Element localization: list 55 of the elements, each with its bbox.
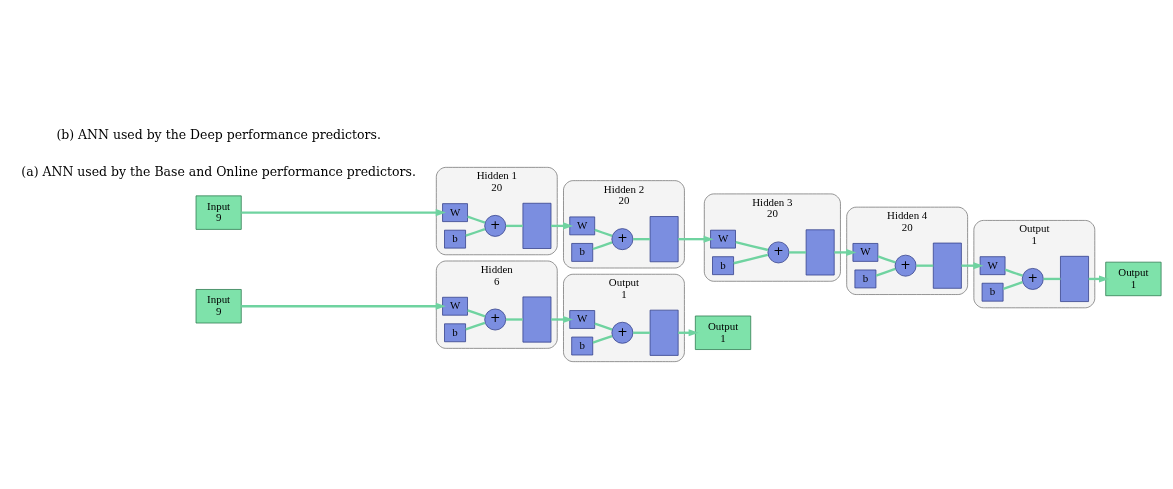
arrow — [551, 315, 574, 323]
node-box — [522, 202, 552, 249]
node-box: W — [442, 202, 468, 222]
connector — [467, 308, 486, 317]
connector — [592, 334, 613, 344]
connector — [877, 254, 896, 264]
connector — [1002, 280, 1023, 290]
node-box: W — [569, 216, 596, 235]
node-box: Output 1 — [694, 315, 752, 350]
connector — [735, 240, 769, 251]
connector — [875, 267, 896, 277]
node-circle: + — [767, 241, 790, 263]
connector — [467, 215, 486, 224]
node-box: Input 9 — [195, 194, 242, 230]
connector — [789, 250, 807, 254]
node-box: b — [981, 282, 1004, 302]
node-box — [649, 309, 679, 356]
label: (b) ANN used by the Deep performance predictors. — [56, 126, 381, 142]
connector — [465, 227, 486, 237]
node-box: W — [979, 255, 1006, 275]
connector — [733, 253, 769, 264]
connector — [505, 317, 523, 321]
node-circle: + — [1021, 267, 1044, 290]
node-box: W — [442, 296, 468, 316]
node-box — [522, 296, 552, 342]
node-box: b — [712, 255, 734, 275]
node-circle: + — [611, 227, 634, 250]
node-box: W — [852, 242, 879, 262]
node-box: Output 1 — [1105, 261, 1162, 296]
node-box: b — [571, 336, 594, 355]
arrow — [834, 248, 857, 256]
node-box: b — [444, 322, 466, 342]
node-box: Input 9 — [195, 288, 242, 323]
arrow — [241, 208, 446, 216]
arrow — [678, 235, 714, 243]
node-box — [932, 242, 962, 289]
connector — [594, 321, 613, 331]
node-box: W — [569, 309, 596, 329]
connector — [1004, 268, 1023, 277]
node-box — [649, 215, 679, 262]
connector — [594, 228, 613, 237]
node-box — [805, 228, 835, 275]
node-box: b — [571, 242, 594, 262]
node-circle: + — [484, 308, 507, 330]
connector — [465, 321, 486, 330]
node-box: W — [710, 229, 736, 248]
node-box: b — [444, 229, 466, 248]
node-circle: + — [611, 321, 634, 344]
arrow — [241, 302, 446, 310]
connector — [592, 240, 613, 250]
node-box: b — [854, 269, 877, 288]
node-box — [1060, 255, 1089, 302]
node-circle: + — [484, 214, 507, 237]
label: (a) ANN used by the Base and Online performance predictors. — [21, 163, 416, 179]
node-circle: + — [894, 254, 917, 277]
